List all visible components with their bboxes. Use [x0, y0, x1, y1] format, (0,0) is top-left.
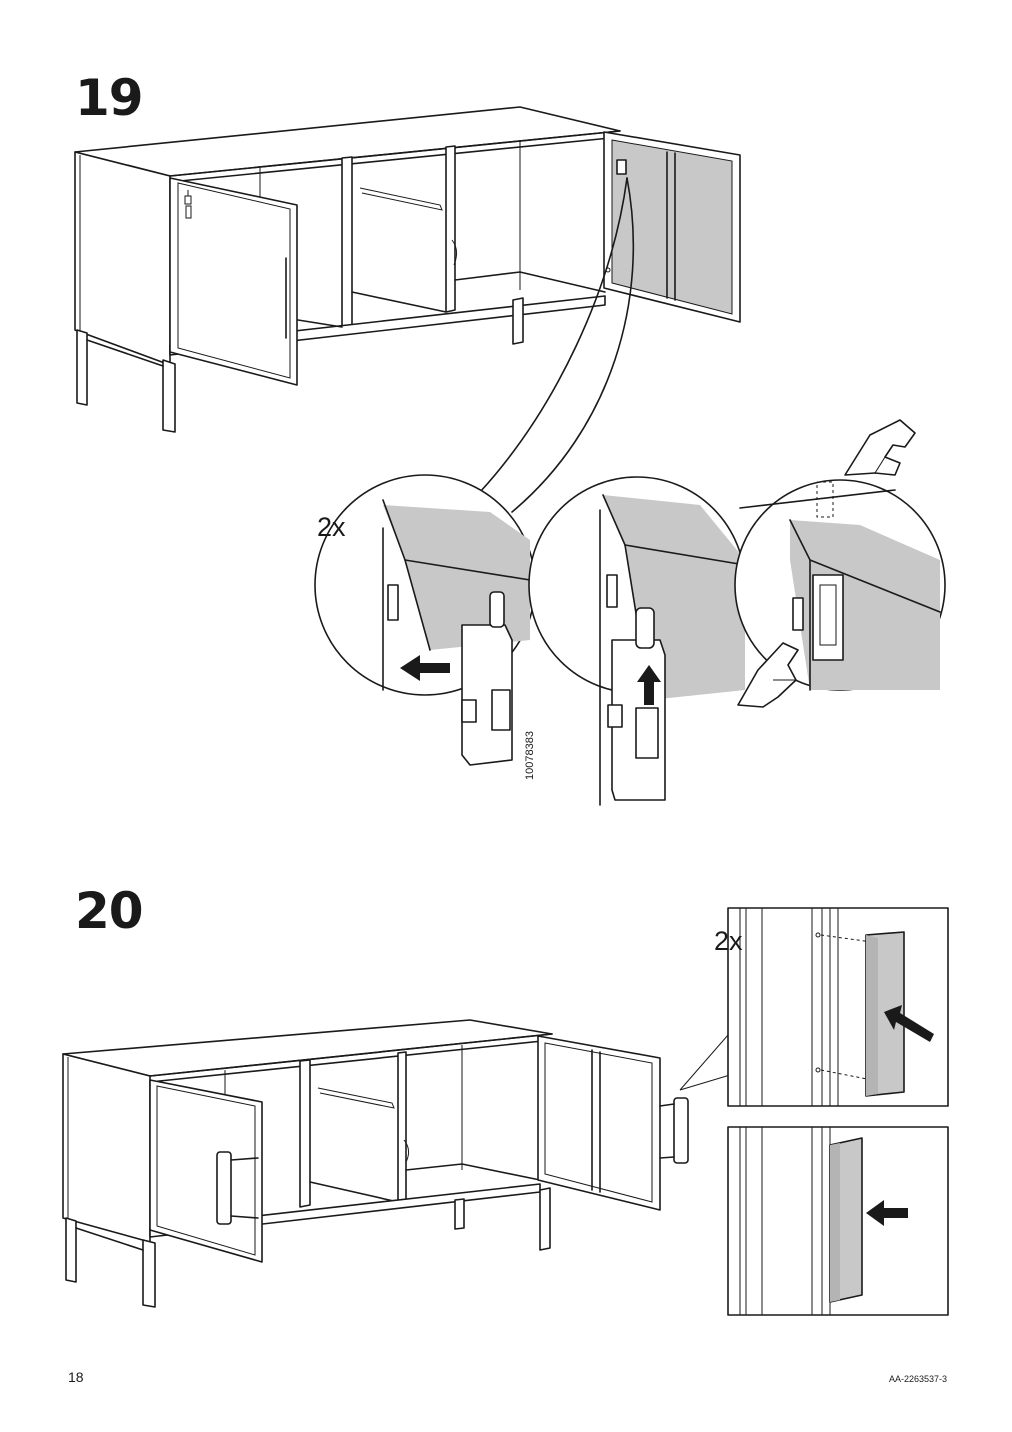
- step-20-quantity: 2x: [714, 926, 743, 956]
- step20-detail-2: [727, 1126, 949, 1316]
- step20-detail-1: [727, 907, 949, 1107]
- step19-detail-2: [528, 476, 746, 806]
- hand-push-icon: [737, 642, 799, 708]
- step-19-number: 19: [75, 69, 144, 127]
- step19-detail-3: [734, 479, 946, 691]
- step20-cabinet: [62, 1019, 731, 1308]
- hand-press-icon: [844, 419, 916, 476]
- step-20-number: 20: [75, 882, 144, 940]
- document-code: AA-2263537-3: [889, 1374, 948, 1384]
- step19-cabinet: [74, 106, 741, 433]
- step-19-part-number: 10078383: [523, 731, 536, 780]
- page-number: 18: [68, 1369, 84, 1385]
- step-19-quantity: 2x: [317, 512, 346, 542]
- step19-detail-1: [314, 474, 536, 766]
